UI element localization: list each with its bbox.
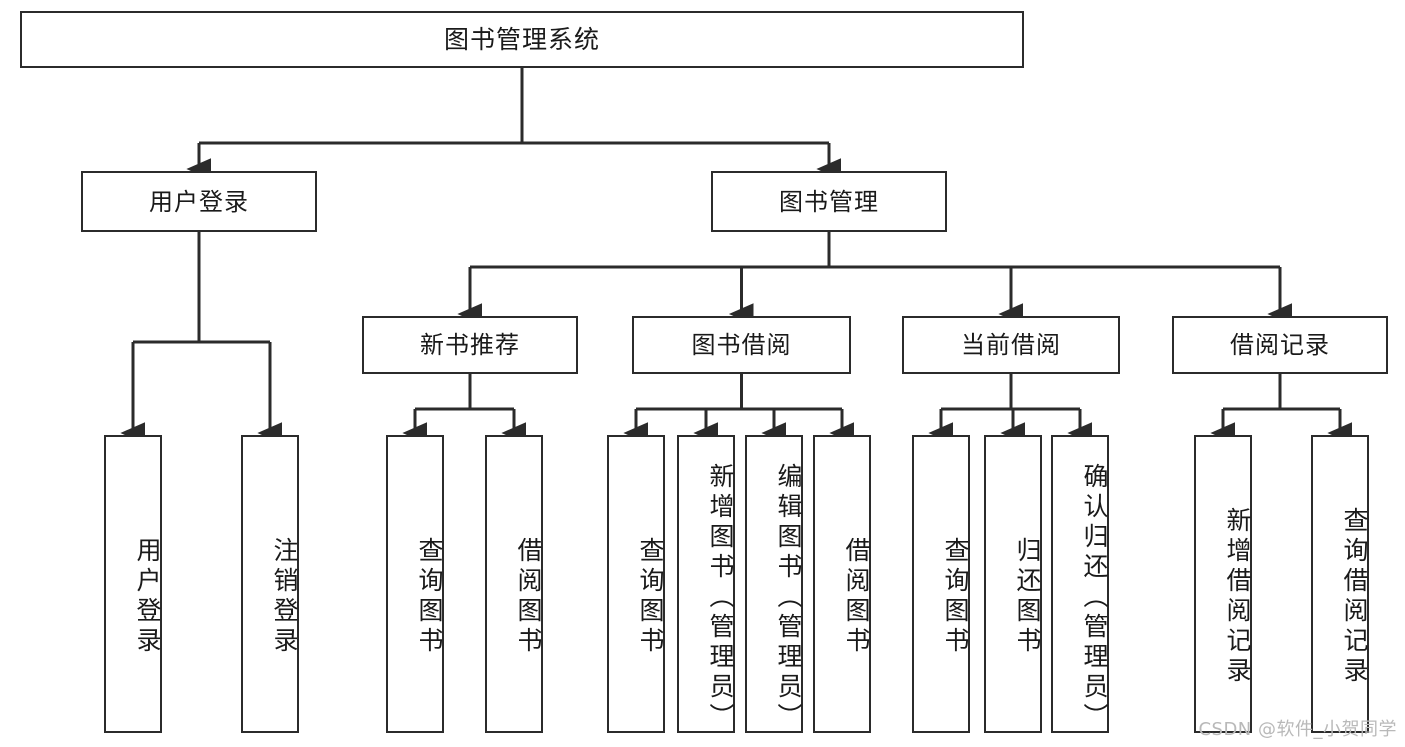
- leaf-node-query-book-current[interactable]: 查询图书: [912, 435, 970, 733]
- node-book-management[interactable]: 图书管理: [711, 171, 947, 232]
- node-borrow-record[interactable]: 借阅记录: [1172, 316, 1388, 374]
- leaf-node-logout[interactable]: 注销登录: [241, 435, 299, 733]
- node-book-borrow[interactable]: 图书借阅: [632, 316, 851, 374]
- leaf-node-query-book-recommend[interactable]: 查询图书: [386, 435, 444, 733]
- node-current-borrow[interactable]: 当前借阅: [902, 316, 1120, 374]
- leaf-node-confirm-return-admin[interactable]: 确认归还（管理员）: [1051, 435, 1109, 733]
- leaf-node-add-book-admin[interactable]: 新增图书（管理员）: [677, 435, 735, 733]
- leaf-node-borrow-book-recommend[interactable]: 借阅图书: [485, 435, 543, 733]
- leaf-node-query-borrow-record[interactable]: 查询借阅记录: [1311, 435, 1369, 733]
- leaf-node-add-borrow-record[interactable]: 新增借阅记录: [1194, 435, 1252, 733]
- node-user-login[interactable]: 用户登录: [81, 171, 317, 232]
- node-root-book-management-system[interactable]: 图书管理系统: [20, 11, 1024, 68]
- node-new-book-recommend[interactable]: 新书推荐: [362, 316, 578, 374]
- csdn-watermark: CSDN @软件_小贺同学: [1198, 719, 1397, 740]
- leaf-node-return-book[interactable]: 归还图书: [984, 435, 1042, 733]
- leaf-node-edit-book-admin[interactable]: 编辑图书（管理员）: [745, 435, 803, 733]
- leaf-node-user-login[interactable]: 用户登录: [104, 435, 162, 733]
- leaf-node-query-book-borrow[interactable]: 查询图书: [607, 435, 665, 733]
- leaf-node-borrow-book[interactable]: 借阅图书: [813, 435, 871, 733]
